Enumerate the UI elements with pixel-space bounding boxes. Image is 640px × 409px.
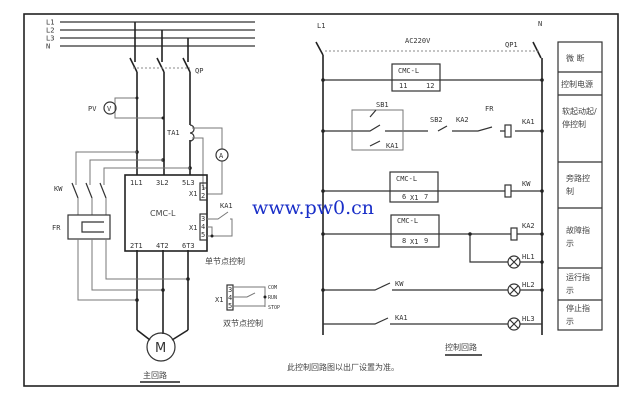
cmc1-pin-12: 12: [426, 82, 434, 90]
ka1-coil: [504, 124, 512, 138]
table-row-power: 控制电源: [561, 79, 593, 89]
dual-node-control: 3 4 5 X1 COM RUN STOP 双节点控制: [215, 284, 280, 328]
ka2-contact-label: KA2: [456, 116, 469, 124]
ka1-hold-label: KA1: [386, 142, 399, 150]
kw-label: KW: [54, 185, 63, 193]
terminal-2t1: 2T1: [130, 242, 143, 250]
ka1-coil-label: KA1: [522, 118, 535, 126]
lamp-hl1: [507, 255, 521, 269]
bus-bars: L1 L2 L3 N: [46, 19, 255, 51]
cmc2-pin-6: 6: [402, 193, 406, 201]
hl1-label: HL1: [522, 253, 535, 261]
bypass-contactor: KW FR: [52, 150, 192, 302]
pin-3: 3: [201, 215, 205, 223]
qp1-label: QP1: [505, 41, 518, 49]
cmc2-pin-7: 7: [424, 193, 428, 201]
table-row-breaker: 微 断: [566, 53, 585, 63]
ammeter-symbol: A: [219, 152, 224, 160]
function-table: 微 断 控制电源 软起动起/停控制 旁路控制 故障指示 运行指示 停止指示: [557, 41, 603, 331]
breaker-label: QP: [195, 67, 203, 75]
main-circuit: L1 L2 L3 N QP V PV TA1 A: [46, 19, 280, 383]
cmc2-x1: X1: [410, 194, 418, 202]
ka2-coil: [510, 227, 518, 241]
pin-2: 2: [201, 192, 205, 200]
ka2-coil-label: KA2: [522, 222, 535, 230]
dual-node-label: 双节点控制: [223, 318, 263, 328]
fr-label: FR: [52, 224, 61, 232]
table-row-start-stop: 软起动起/停控制: [562, 107, 597, 129]
control-circuit: L1 N AC220V QP1 CMC-L 11 12 SB1 KA1 SB2 …: [287, 20, 544, 372]
run-label: RUN: [268, 295, 277, 301]
fr-contact-label: FR: [485, 105, 494, 113]
note-text: 此控制回路图以出厂设置为准。: [287, 362, 399, 372]
table-row-stop: 停止指示: [566, 304, 590, 326]
voltage-label: AC220V: [405, 37, 431, 45]
kw-coil-label: KW: [522, 180, 531, 188]
watermark: www.pw0.cn: [252, 197, 374, 219]
terminal-1l1: 1L1: [130, 179, 143, 187]
terminal-5l3: 5L3: [182, 179, 195, 187]
terminal-6t3: 6T3: [182, 242, 195, 250]
dual-pin-4: 4: [228, 294, 232, 302]
cmc-l-box-3: [390, 214, 440, 248]
cmc3-x1: X1: [410, 238, 418, 246]
bus-label-n: N: [46, 43, 50, 51]
dual-pin-5: 5: [228, 302, 232, 310]
ka1-label: KA1: [220, 202, 233, 210]
bus-label-l3: L3: [46, 35, 54, 43]
voltmeter-symbol: V: [107, 105, 112, 113]
dual-x1-label: X1: [215, 296, 223, 304]
stop-label: STOP: [268, 305, 280, 311]
ka1-contact-label: KA1: [395, 314, 408, 322]
control-circuit-title: 控制回路: [445, 342, 477, 352]
voltmeter: V PV: [88, 96, 165, 120]
frame: [23, 13, 619, 387]
phase-lines: QP: [129, 22, 203, 333]
pin-5: 5: [201, 231, 205, 239]
cmc2-label: CMC-L: [396, 175, 417, 183]
ct-label: TA1: [167, 129, 180, 137]
bus-label-l1: L1: [46, 19, 54, 27]
hl2-label: HL2: [522, 281, 535, 289]
sb2-label: SB2: [430, 116, 443, 124]
cmc-l-box-1: [391, 63, 441, 92]
cmc3-pin-8: 8: [402, 237, 406, 245]
lamp-hl3: [507, 317, 521, 331]
ctrl-n-label: N: [538, 20, 542, 28]
main-circuit-title: 主回路: [143, 370, 167, 380]
motor: M 主回路: [136, 329, 189, 383]
current-transformer: TA1 A: [167, 124, 229, 195]
table-row-bypass: 旁路控制: [566, 174, 590, 196]
hl3-label: HL3: [522, 315, 535, 323]
thermal-relay: [67, 214, 111, 240]
pin-1: 1: [201, 184, 205, 192]
cmc1-label: CMC-L: [398, 67, 419, 75]
terminal-3l2: 3L2: [156, 179, 169, 187]
terminal-4t2: 4T2: [156, 242, 169, 250]
table-row-run: 运行指示: [566, 273, 590, 295]
cmc3-pin-9: 9: [424, 237, 428, 245]
soft-starter-cmc-l: 1L1 3L2 5L3 CMC-L 2T1 4T2 6T3 1 2 X1 3 4…: [124, 174, 245, 266]
x1-label: X1: [189, 190, 197, 198]
cmc1-pin-11: 11: [399, 82, 407, 90]
ctrl-l1-label: L1: [317, 22, 325, 30]
single-node-label: 单节点控制: [205, 256, 245, 266]
sb1-label: SB1: [376, 101, 389, 109]
motor-symbol: M: [155, 341, 166, 356]
cmc-l-box-2: [389, 171, 439, 203]
lamp-hl2: [507, 283, 521, 297]
kw-coil: [504, 184, 512, 198]
dual-pin-3: 3: [228, 286, 232, 294]
cmc3-label: CMC-L: [397, 217, 418, 225]
starter-label: CMC-L: [150, 209, 176, 218]
com-label: COM: [268, 285, 277, 291]
x1-label-2: X1: [189, 224, 197, 232]
voltmeter-label: PV: [88, 105, 97, 113]
table-row-fault: 故障指示: [566, 226, 590, 248]
bus-label-l2: L2: [46, 27, 54, 35]
kw-contact-label: KW: [395, 280, 404, 288]
ammeter: [215, 148, 229, 162]
pin-4: 4: [201, 223, 205, 231]
